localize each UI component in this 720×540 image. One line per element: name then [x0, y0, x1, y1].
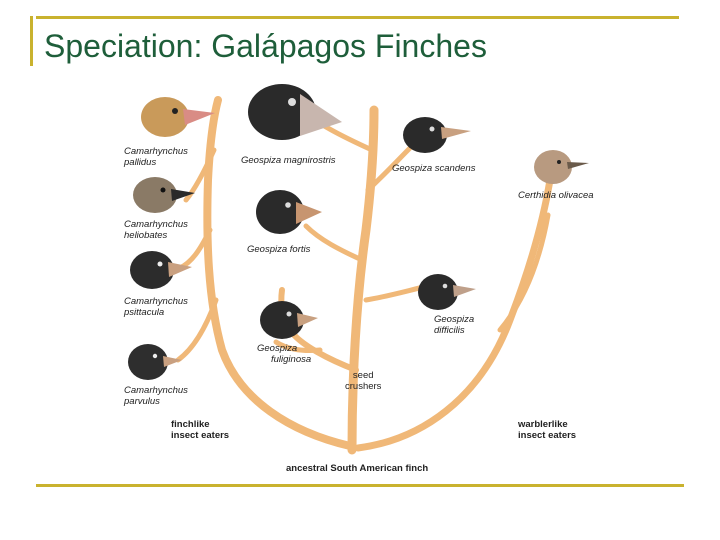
tree-branches — [175, 96, 554, 455]
bird-geospiza-fuliginosa — [260, 301, 318, 339]
label-ancestral-finch: ancestral South American finch — [286, 463, 429, 474]
bird-camarhynchus-pallidus — [141, 97, 215, 137]
bottom-rule — [36, 484, 684, 487]
label-warblerlike-insect-eaters: warblerlike insect eaters — [518, 419, 577, 441]
slide-title: Speciation: Galápagos Finches — [44, 28, 487, 64]
bird-certhidia-olivacea — [534, 150, 589, 184]
label-certhidia-olivacea: Certhidia olivacea — [518, 190, 594, 201]
label-geospiza-fuliginosa: Geospiza fuliginosa — [257, 343, 312, 365]
label-geospiza-fortis: Geospiza fortis — [247, 244, 311, 255]
label-geospiza-magnirostris: Geospiza magnirostris — [241, 155, 336, 166]
label-camarhynchus-psittacula: Camarhynchus psittacula — [124, 296, 188, 318]
label-geospiza-scandens: Geospiza scandens — [392, 163, 476, 174]
label-camarhynchus-heliobates: Camarhynchus heliobates — [124, 219, 188, 241]
label-camarhynchus-parvulus: Camarhynchus parvulus — [124, 385, 188, 407]
bird-geospiza-magnirostris — [248, 84, 342, 140]
bird-geospiza-fortis — [256, 190, 322, 234]
bird-camarhynchus-psittacula — [130, 251, 192, 289]
label-geospiza-difficilis: Geospiza difficilis — [434, 314, 475, 336]
bird-geospiza-difficilis — [418, 274, 476, 310]
bird-camarhynchus-heliobates — [133, 177, 195, 213]
bird-geospiza-scandens — [403, 117, 471, 153]
bird-camarhynchus-parvulus — [128, 344, 182, 380]
left-rule — [30, 16, 33, 66]
label-finchlike-insect-eaters: finchlike insect eaters — [171, 419, 230, 441]
branch-finchlike — [203, 96, 354, 450]
top-rule — [36, 16, 679, 19]
trunk — [347, 105, 379, 455]
finch-heads — [128, 84, 589, 380]
label-camarhynchus-pallidus: Camarhynchus pallidus — [124, 146, 188, 168]
label-seed-crushers: seed crushers — [345, 370, 382, 392]
